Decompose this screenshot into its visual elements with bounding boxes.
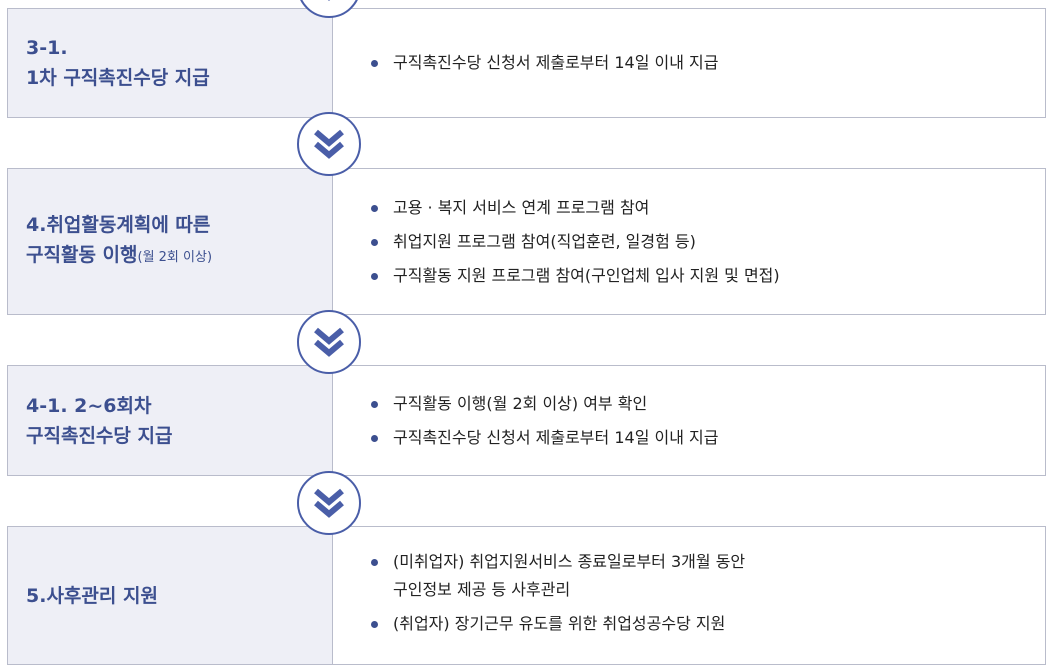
- double-chevron-down-icon: [297, 471, 361, 535]
- bullet-item: (취업자) 장기근무 유도를 위한 취업성공수당 지원: [371, 610, 1045, 638]
- step-bullets: 구직촉진수당 신청서 제출로부터 14일 이내 지급: [333, 9, 1045, 117]
- step-title: 3-1. 1차 구직촉진수당 지급: [8, 9, 333, 117]
- bullet-dot-icon: [371, 620, 378, 628]
- bullet-item: 구직촉진수당 신청서 제출로부터 14일 이내 지급: [371, 46, 1045, 80]
- bullet-item: 구직활동 이행(월 2회 이상) 여부 확인: [371, 387, 1045, 421]
- step-bullets: (미취업자) 취업지원서비스 종료일로부터 3개월 동안 구인정보 제공 등 사…: [333, 527, 1045, 664]
- bullet-item: 고용 · 복지 서비스 연계 프로그램 참여: [371, 191, 1045, 225]
- step-bullets: 고용 · 복지 서비스 연계 프로그램 참여 취업지원 프로그램 참여(직업훈련…: [333, 169, 1045, 314]
- step-title-line: 4-1. 2~6회차: [26, 394, 152, 417]
- step-4-1: 4-1. 2~6회차 구직촉진수당 지급 구직활동 이행(월 2회 이상) 여부…: [7, 365, 1046, 476]
- bullet-dot-icon: [371, 272, 378, 280]
- double-chevron-down-icon: [297, 112, 361, 176]
- step-title-note: (월 2회 이상): [137, 250, 213, 265]
- step-3-1: 3-1. 1차 구직촉진수당 지급 구직촉진수당 신청서 제출로부터 14일 이…: [7, 8, 1046, 118]
- bullet-item: (미취업자) 취업지원서비스 종료일로부터 3개월 동안 구인정보 제공 등 사…: [371, 548, 1045, 604]
- bullet-dot-icon: [371, 400, 378, 408]
- step-title-line: 4.취업활동계획에 따른: [26, 214, 211, 236]
- step-bullets: 구직활동 이행(월 2회 이상) 여부 확인 구직촉진수당 신청서 제출로부터 …: [333, 366, 1045, 475]
- bullet-dot-icon: [371, 238, 378, 246]
- step-title: 5.사후관리 지원: [8, 527, 333, 664]
- bullet-dot-icon: [371, 60, 378, 67]
- double-chevron-down-icon: [297, 310, 361, 374]
- step-title-line: 1차 구직촉진수당 지급: [26, 67, 210, 89]
- bullet-item: 구직활동 지원 프로그램 참여(구인업체 입사 지원 및 면접): [371, 259, 1045, 293]
- step-4: 4.취업활동계획에 따른 구직활동 이행(월 2회 이상) 고용 · 복지 서비…: [7, 168, 1046, 315]
- bullet-item: 구직촉진수당 신청서 제출로부터 14일 이내 지급: [371, 421, 1045, 455]
- step-title: 4.취업활동계획에 따른 구직활동 이행(월 2회 이상): [8, 169, 333, 314]
- step-title-line: 구직촉진수당 지급: [26, 424, 173, 447]
- bullet-dot-icon: [371, 434, 378, 442]
- bullet-item: 취업지원 프로그램 참여(직업훈련, 일경험 등): [371, 225, 1045, 259]
- bullet-dot-icon: [371, 558, 378, 566]
- step-title-line: 5.사후관리 지원: [26, 584, 158, 607]
- step-5: 5.사후관리 지원 (미취업자) 취업지원서비스 종료일로부터 3개월 동안 구…: [7, 526, 1046, 665]
- bullet-dot-icon: [371, 204, 378, 212]
- step-title-line: 구직활동 이행(월 2회 이상): [26, 244, 213, 266]
- step-title: 4-1. 2~6회차 구직촉진수당 지급: [8, 366, 333, 475]
- step-title-line: 3-1.: [26, 37, 68, 59]
